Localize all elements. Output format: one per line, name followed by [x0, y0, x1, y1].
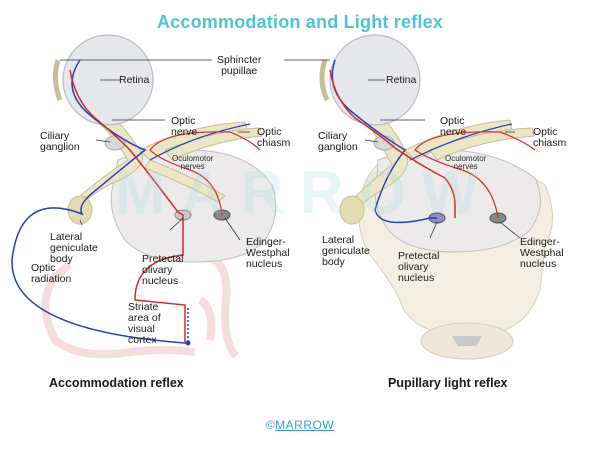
label-retina-right: Retina [386, 74, 417, 86]
footer-brand: ©MARROW [0, 418, 600, 432]
label-striate-area: Striate area of visual cortex [128, 301, 161, 346]
label-pretectal-left: Pretectal olivary nucleus [142, 253, 184, 287]
right-blue-pathway-2 [409, 123, 513, 161]
label-ciliary-ganglion-right: Ciliary ganglion [318, 130, 358, 153]
label-optic-chiasm-right: Optic chiasm [533, 126, 567, 149]
right-lateral-geniculate [339, 195, 365, 225]
label-edinger-right: Edinger- Westphal nucleus [520, 236, 564, 270]
label-oculomotor-left: Oculomotor nerves [172, 154, 214, 171]
left-diagram [11, 34, 277, 346]
caption-pupillary: Pupillary light reflex [388, 376, 508, 390]
caption-accommodation: Accommodation reflex [49, 376, 184, 390]
label-optic-nerve-right: Optic nerve [440, 115, 467, 138]
left-cortex-point [185, 340, 191, 346]
left-red-pathway-2 [149, 131, 261, 216]
label-lateral-geniculate-right: Lateral geniculate body [322, 234, 370, 268]
label-lateral-geniculate-left: Lateral geniculate body [50, 231, 98, 265]
label-oculomotor-right: Oculomotor nerves [445, 154, 487, 171]
label-sphincter-pupillae: Sphincter pupillae [217, 54, 262, 77]
label-optic-chiasm-left: Optic chiasm [257, 126, 291, 149]
copyright-symbol: © [265, 418, 276, 432]
right-spinal-grey [452, 336, 482, 346]
label-optic-nerve-left: Optic nerve [171, 115, 198, 138]
label-optic-radiation: Optic radiation [31, 262, 72, 285]
right-red-pathway-2 [414, 131, 536, 219]
left-red-pathway [69, 69, 186, 343]
label-edinger-left: Edinger- Westphal nucleus [246, 236, 290, 270]
right-iris [319, 59, 330, 102]
watermark: MARROW [115, 159, 495, 226]
right-leader-lines [364, 79, 521, 239]
left-blue-pathway-2 [149, 123, 251, 161]
page-title: Accommodation and Light reflex [156, 12, 444, 32]
right-diagram [319, 34, 553, 360]
right-red-pathway [329, 69, 456, 218]
left-iris [52, 59, 63, 101]
footer-brand-text: MARROW [275, 418, 335, 432]
label-retina-left: Retina [119, 74, 150, 86]
label-pretectal-right: Pretectal olivary nucleus [398, 250, 440, 284]
label-ciliary-ganglion-left: Ciliary ganglion [40, 130, 80, 153]
cortex-outline [41, 251, 240, 359]
left-blue-pathway [11, 59, 190, 344]
left-leader-lines [79, 79, 250, 241]
